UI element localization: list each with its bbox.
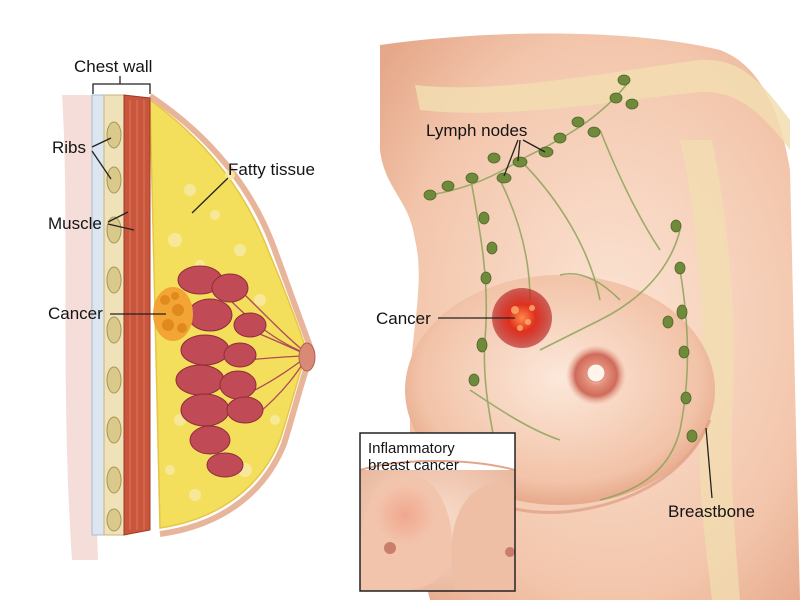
clavicle-band: [415, 59, 790, 151]
lymph-node: [476, 337, 488, 353]
lymph-node: [423, 189, 437, 201]
lymph-node: [538, 146, 554, 158]
label-cancer-left: Cancer: [48, 304, 103, 323]
lymph-node: [680, 391, 692, 405]
lymph-node: [465, 172, 479, 184]
lymph-node: [609, 92, 623, 104]
lymph-node: [676, 304, 688, 320]
lymph-node: [674, 261, 686, 275]
lymph-nodes-group: [423, 74, 698, 443]
muscle-striations: [129, 100, 145, 530]
inset-caption: Inflammatory breast cancer: [368, 440, 459, 475]
label-fatty-tissue: Fatty tissue: [228, 160, 315, 179]
label-chest-wall: Chest wall: [74, 57, 153, 76]
lymph-node: [478, 211, 490, 225]
tumor-left: [153, 287, 193, 341]
lymph-node: [468, 373, 480, 387]
lymph-node: [487, 152, 501, 164]
cross-section-nipple: [298, 342, 316, 372]
inset-panel: [359, 432, 516, 592]
label-muscle: Muscle: [48, 214, 102, 233]
lymph-node: [441, 180, 455, 192]
lymph-node: [662, 315, 674, 329]
tumor-right: [492, 288, 552, 348]
front-nipple: [586, 363, 606, 383]
fat-texture: [165, 170, 280, 501]
lymph-node: [512, 156, 528, 168]
inset-border: [359, 432, 516, 592]
lymph-node: [480, 271, 492, 285]
cross-section-breast: [62, 93, 316, 560]
lymph-node: [496, 172, 512, 184]
lymph-node: [678, 345, 690, 359]
ribs-ovals: [106, 121, 122, 532]
lymph-node: [686, 429, 698, 443]
leader-lines: [91, 76, 713, 499]
lymph-node: [571, 116, 585, 128]
lymph-node: [617, 74, 631, 86]
chest-wall-bracket: [92, 83, 151, 94]
label-breastbone: Breastbone: [668, 502, 755, 521]
lymph-node: [553, 132, 567, 144]
lymph-node: [625, 98, 639, 110]
lobules: [175, 265, 267, 478]
label-ribs: Ribs: [52, 138, 87, 157]
lymph-node: [587, 126, 601, 138]
inset-caption-line-2: breast cancer: [368, 457, 459, 475]
label-cancer-right: Cancer: [376, 309, 431, 328]
inset-caption-line-1: Inflammatory: [368, 440, 455, 457]
outer-skin-strip: [62, 95, 98, 560]
label-lymph-nodes: Lymph nodes: [426, 121, 528, 140]
inset-image: [360, 460, 515, 591]
lymph-node: [486, 241, 498, 255]
lymph-node: [670, 219, 682, 233]
